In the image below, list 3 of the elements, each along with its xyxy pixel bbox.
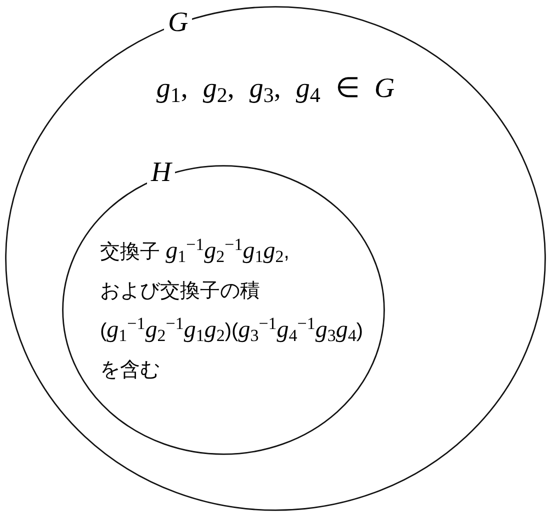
membership-statement: g$_{1}$, g$_{2}$, g$_{3}$, g$_{4}$ ∈ G [155, 72, 396, 106]
description-text: 交換子 g$_{1}$$^{−1}$g$_{2}$$^{−1}$g$_{1}$g$_{2}$, および交換子の積 (g$_{1}$$^{−1}$g$_{2}$$^{−1}$g$_{1}$g$_{2}$)(g$_{3}$$^{−1}$g$_{4}$$^{−1}$g$_{3}$g$_{4}$) を含む [100, 234, 364, 383]
set-ellipse [5, 6, 546, 511]
